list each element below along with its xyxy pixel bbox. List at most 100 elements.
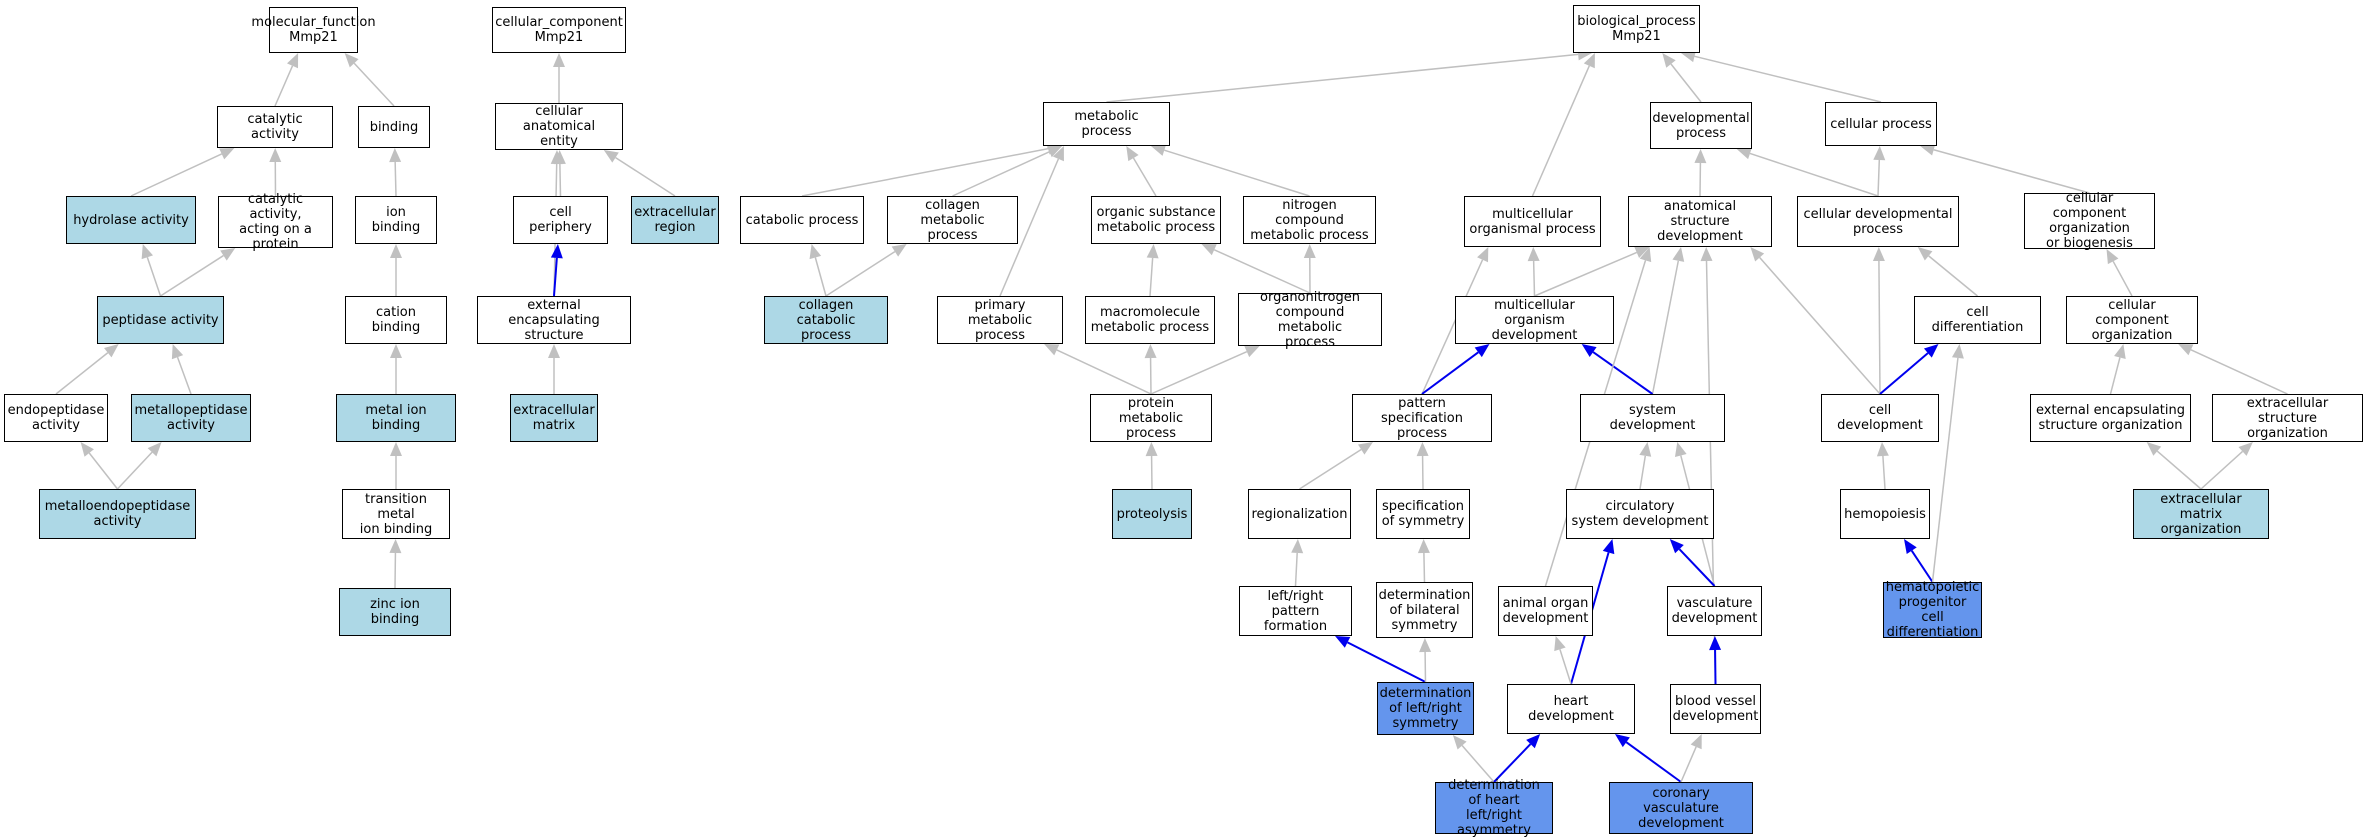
edge-system_dev-to-multicellular_org_dev (1592, 351, 1654, 395)
node-organic-substance-metabolic-process[interactable]: organic substance metabolic process (1091, 196, 1221, 244)
node-animal-organ-development[interactable]: animal organ development (1498, 586, 1593, 636)
edge-det_lr_sym-to-lr_pattern (1347, 641, 1426, 683)
node-metallopeptidase-activity[interactable]: metallopeptidase activity (131, 394, 251, 442)
node-binding[interactable]: binding (358, 106, 430, 148)
node-catabolic-process[interactable]: catabolic process (740, 196, 864, 244)
edge-coronary-to-heart_dev (1625, 741, 1682, 783)
node-cellular-component-organization[interactable]: cellular component organization (2066, 296, 2198, 344)
edge-circulatory-to-system_dev (1639, 455, 1647, 490)
node-transition-metal-ion-binding[interactable]: transition metal ion binding (342, 489, 450, 539)
edge-system_dev-to-anat_struct_dev (1651, 260, 1680, 395)
node-determination-of-left-right-symmetry[interactable]: determination of left/right symmetry (1377, 682, 1474, 735)
arrowhead-ext_encap_org-to-cc_organization (2114, 344, 2126, 360)
node-developmental-process[interactable]: developmental process (1650, 102, 1752, 149)
edge-ext_encap_org-to-cc_organization (2109, 357, 2121, 395)
node-anatomical-structure-development[interactable]: anatomical structure development (1628, 196, 1772, 247)
node-organonitrogen-compound-metabolic-process[interactable]: organonitrogen compound metabolic proces… (1238, 290, 1382, 350)
edge-metalloendo-to-endopeptidase (88, 452, 119, 490)
node-regionalization[interactable]: regionalization (1248, 489, 1351, 539)
node-hydrolase-activity[interactable]: hydrolase activity (66, 196, 196, 244)
arrowhead-pattern_spec-to-multicellular_org_dev (1474, 344, 1490, 358)
node-collagen-catabolic-process[interactable]: collagen catabolic process (764, 296, 888, 344)
node-extracellular-matrix-organization[interactable]: extracellular matrix organization (2133, 489, 2269, 539)
node-metal-ion-binding[interactable]: metal ion binding (336, 394, 456, 442)
edge-multicellular_organismal-to-bp_root (1531, 65, 1590, 197)
node-primary-metabolic-process[interactable]: primary metabolic process (937, 296, 1063, 344)
edge-vasculature-to-circulatory (1678, 548, 1716, 587)
arrowhead-collagen_metabolic-to-metabolic (1046, 146, 1063, 158)
node-nitrogen-compound-metabolic-process[interactable]: nitrogen compound metabolic process (1243, 196, 1376, 244)
node-catalytic-activity[interactable]: catalytic activity (217, 106, 333, 148)
arrowhead-cell_dev-to-anat_struct_dev (1750, 247, 1765, 262)
edge-catalytic-to-mf_root (274, 65, 294, 107)
node-peptidase-activity[interactable]: peptidase activity (97, 296, 224, 344)
node-cellular-process[interactable]: cellular process (1825, 102, 1937, 146)
node-metalloendopeptidase-activity[interactable]: metalloendopeptidase activity (39, 489, 196, 539)
node-hemopoiesis[interactable]: hemopoiesis (1840, 489, 1930, 539)
edge-lr_pattern-to-regionalization (1294, 552, 1298, 587)
node-pattern-specification-process[interactable]: pattern specification process (1352, 394, 1492, 442)
node-extracellular-region[interactable]: extracellular region (631, 196, 719, 244)
node-protein-metabolic-process[interactable]: protein metabolic process (1090, 394, 1212, 442)
arrowhead-peptidase-to-hydrolase (141, 244, 153, 260)
node-external-encapsulating-structure[interactable]: external encapsulating structure (477, 296, 631, 344)
arrowhead-cell_dev-to-cellular_dev (1872, 247, 1885, 262)
node-cell-differentiation[interactable]: cell differentiation (1914, 296, 2041, 344)
node-determination-of-bilateral-symmetry[interactable]: determination of bilateral symmetry (1376, 582, 1473, 638)
node-cellular-component-root[interactable]: cellular_component Mmp21 (492, 7, 626, 53)
node-extracellular-matrix[interactable]: extracellular matrix (510, 394, 598, 442)
node-endopeptidase-activity[interactable]: endopeptidase activity (4, 394, 108, 442)
node-collagen-metabolic-process[interactable]: collagen metabolic process (887, 196, 1018, 244)
arrowhead-cellular_dev-to-cellular_process (1873, 146, 1886, 161)
edge-ext_encap-to-cell_periphery (553, 257, 558, 297)
arrowhead-organic_substance-to-metabolic (1126, 146, 1139, 162)
node-cellular-anatomical-entity[interactable]: cellular anatomical entity (495, 103, 623, 150)
node-cell-development[interactable]: cell development (1821, 394, 1939, 442)
arrowhead-macromolecule-to-organic_substance (1146, 244, 1159, 259)
node-blood-vessel-development[interactable]: blood vessel development (1670, 684, 1761, 734)
node-molecular-function-root[interactable]: molecular_function Mmp21 (251, 7, 376, 53)
edge-nitrogen_compound-to-metabolic (1164, 149, 1310, 197)
edge-ecm_org-to-ext_encap_org (2156, 450, 2202, 490)
node-biological-process-root[interactable]: biological_process Mmp21 (1573, 5, 1700, 53)
node-ion-binding[interactable]: ion binding (355, 196, 437, 244)
node-hematopoietic-progenitor-cell-differentiation[interactable]: hematopoietic progenitor cell differenti… (1883, 580, 1982, 640)
node-extracellular-structure-organization[interactable]: extracellular structure organization (2212, 394, 2363, 442)
node-determination-of-heart-left-right-asymmetry[interactable]: determination of heart left/right asymme… (1435, 778, 1553, 838)
arrowhead-cellular_dev-to-developmental (1736, 147, 1752, 160)
node-cell-periphery[interactable]: cell periphery (513, 196, 608, 244)
arrowhead-nitrogen_compound-to-metabolic (1150, 144, 1167, 156)
arrowhead-anat_struct_dev-to-developmental (1694, 149, 1707, 164)
node-vasculature-development[interactable]: vasculature development (1667, 586, 1762, 636)
node-system-development[interactable]: system development (1580, 394, 1725, 442)
node-cation-binding[interactable]: cation binding (345, 296, 447, 344)
arrowhead-cat_protein-to-catalytic (269, 148, 282, 163)
node-catalytic-activity-acting-on-a-protein[interactable]: catalytic activity, acting on a protein (218, 192, 333, 252)
node-coronary-vasculature-development[interactable]: coronary vasculature development (1609, 782, 1753, 834)
edge-ecm_org-to-extracellular_struct_org (2200, 450, 2244, 490)
node-cellular-component-organization-or-biogenesis[interactable]: cellular component organization or bioge… (2024, 191, 2155, 251)
node-multicellular-organism-development[interactable]: multicellular organism development (1455, 296, 1614, 344)
edge-peptidase-to-hydrolase (146, 257, 162, 297)
node-specification-of-symmetry[interactable]: specification of symmetry (1376, 489, 1470, 539)
edge-cc_organization-to-cc_org_biogenesis (2112, 260, 2133, 297)
node-metabolic-process[interactable]: metabolic process (1043, 102, 1170, 146)
node-heart-development[interactable]: heart development (1507, 684, 1635, 734)
edge-regionalization-to-pattern_spec (1299, 448, 1362, 490)
node-proteolysis[interactable]: proteolysis (1112, 489, 1192, 539)
edge-endopeptidase-to-peptidase (55, 352, 109, 395)
arrowhead-circulatory-to-system_dev (1639, 442, 1652, 457)
node-cellular-developmental-process[interactable]: cellular developmental process (1797, 196, 1959, 247)
node-macromolecule-metabolic-process[interactable]: macromolecule metabolic process (1085, 296, 1215, 344)
node-zinc-ion-binding[interactable]: zinc ion binding (339, 588, 451, 636)
arrowhead-ecm_org-to-ext_encap_org (2146, 442, 2162, 456)
node-circulatory-system-development[interactable]: circulatory system development (1566, 489, 1714, 539)
edge-catabolic-to-metabolic (801, 147, 1049, 197)
node-left-right-pattern-formation[interactable]: left/right pattern formation (1239, 586, 1352, 636)
node-multicellular-organismal-process[interactable]: multicellular organismal process (1464, 196, 1601, 247)
edge-bilateral_sym-to-spec_symmetry (1423, 552, 1426, 583)
arrowhead-det_heart_lr-to-heart_dev (1526, 734, 1541, 749)
arrowhead-heart_dev-to-animal_organ (1554, 636, 1566, 652)
arrowhead-transition_metal-to-metal_ion_binding (390, 442, 402, 456)
node-external-encapsulating-structure-organization[interactable]: external encapsulating structure organiz… (2030, 394, 2191, 442)
